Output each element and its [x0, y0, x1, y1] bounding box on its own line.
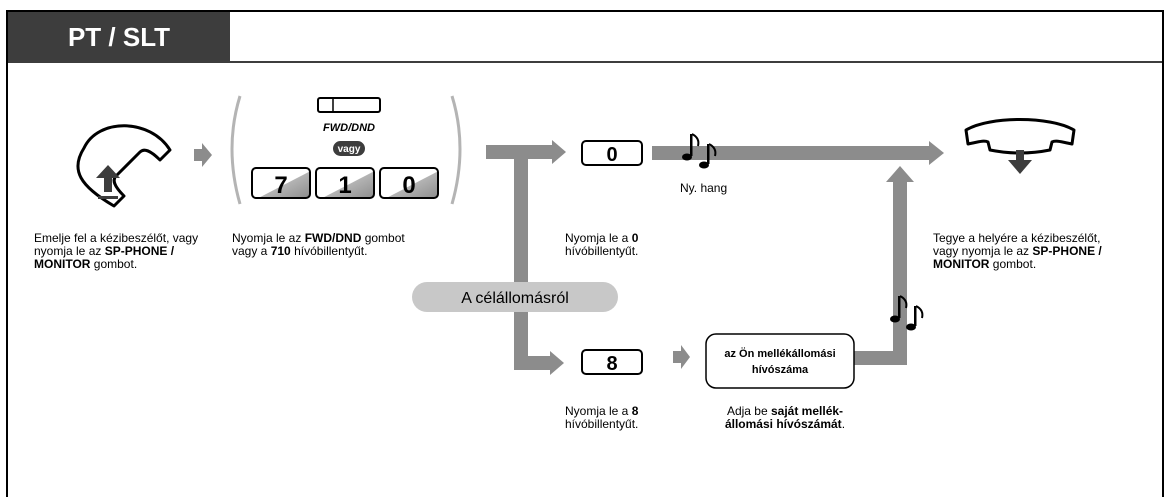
page-title: PT / SLT — [8, 12, 230, 62]
lower-caption: Nyomja le a 8 hívóbillentyűt. — [565, 404, 639, 431]
key-0 — [379, 167, 439, 199]
key-1-label: 1 — [338, 172, 351, 199]
step2-caption: Nyomja le az FWD/DND gombot vagy a 710 h… — [232, 231, 405, 258]
tone-icon — [682, 133, 717, 169]
or-badge: vagy — [338, 144, 361, 155]
extension-box-line1: az Ön mellékállomási — [724, 347, 835, 360]
extension-number-box — [705, 333, 855, 389]
key-0-upper — [581, 140, 643, 166]
branch-connectors — [486, 140, 944, 375]
end-caption: Tegye a helyére a kézibeszélőt, vagy nyo… — [933, 231, 1102, 271]
key-0-label: 0 — [402, 172, 415, 199]
key-8-label: 8 — [606, 353, 617, 375]
flow-arrow-1 — [194, 143, 212, 167]
key-0-upper-label: 0 — [606, 144, 617, 166]
diagram-frame — [6, 10, 1164, 497]
handset-off-hook-icon — [76, 124, 172, 208]
tone-icon-lower — [890, 295, 924, 331]
upper-caption: Nyomja le a 0 hívóbillentyűt. — [565, 231, 639, 258]
fwd-dnd-option-group: FWD/DND vagy 7 1 0 — [230, 95, 462, 205]
step1-caption: Emelje fel a kézibeszélőt, vagy nyomja l… — [34, 231, 199, 271]
key-8 — [581, 349, 643, 375]
branch-label-pill — [412, 282, 618, 312]
key-7 — [251, 167, 311, 199]
branch-label: A célállomásról — [461, 290, 569, 307]
key-7-label: 7 — [274, 172, 287, 199]
extension-box-line2: hívószáma — [752, 364, 809, 376]
fwd-dnd-button-label: FWD/DND — [323, 122, 375, 134]
handset-on-hook-icon — [964, 118, 1076, 174]
tone-label: Ny. hang — [680, 181, 727, 195]
header-rule — [8, 61, 1162, 63]
key-1 — [315, 167, 375, 199]
extension-caption: Adja be saját mellék-állomási hívószámát… — [724, 404, 846, 431]
